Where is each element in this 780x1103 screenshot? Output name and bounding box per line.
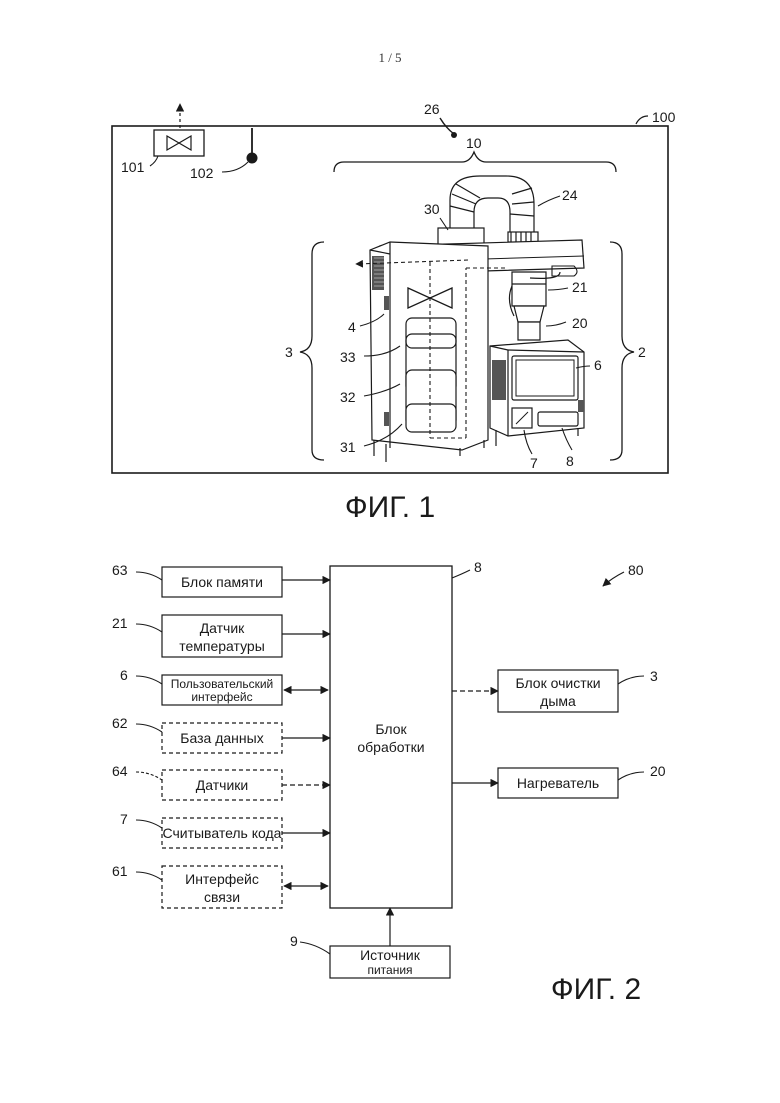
input-64: Датчики 64 — [112, 763, 330, 800]
brace-2 — [610, 242, 634, 460]
svg-text:Датчик: Датчик — [200, 620, 245, 636]
ref-8-processor: 8 — [474, 559, 482, 575]
svg-text:Датчики: Датчики — [196, 777, 248, 793]
ref-80: 80 — [628, 562, 644, 578]
input-61: Интерфейс связи 61 — [112, 863, 328, 908]
leader-100 — [636, 116, 648, 124]
ref-32: 32 — [340, 389, 356, 405]
ref-6: 6 — [594, 357, 602, 373]
fig2-title: ФИГ. 2 — [551, 973, 641, 1006]
page-number: 1 / 5 — [378, 50, 401, 65]
svg-text:62: 62 — [112, 715, 128, 731]
brace-3 — [300, 242, 324, 460]
brace-10 — [334, 152, 616, 172]
input-21: Датчик температуры 21 — [112, 615, 330, 657]
svg-text:7: 7 — [120, 811, 128, 827]
sensor-102 — [247, 153, 258, 164]
heater-unit — [509, 272, 560, 340]
ref-7: 7 — [530, 455, 538, 471]
processor-label-1: Блок — [375, 721, 407, 737]
ref-4: 4 — [348, 319, 356, 335]
svg-text:питания: питания — [367, 963, 412, 977]
svg-text:Интерфейс: Интерфейс — [185, 871, 259, 887]
ref-31: 31 — [340, 439, 356, 455]
input-62: База данных 62 — [112, 715, 330, 753]
ref-102: 102 — [190, 165, 214, 181]
processor-block — [330, 566, 452, 908]
filter-33-top — [406, 318, 456, 348]
input-63: Блок памяти 63 — [112, 562, 330, 597]
svg-text:дыма: дыма — [540, 693, 576, 709]
svg-text:Блок памяти: Блок памяти — [181, 574, 263, 590]
output-20: Нагреватель 20 — [452, 763, 666, 798]
ref-21: 21 — [572, 279, 588, 295]
svg-text:База данных: База данных — [180, 730, 263, 746]
svg-text:температуры: температуры — [179, 638, 265, 654]
ref-33: 33 — [340, 349, 356, 365]
ref-2: 2 — [638, 344, 646, 360]
output-3: Блок очистки дыма 3 — [452, 668, 658, 712]
svg-text:64: 64 — [112, 763, 128, 779]
power-supply-9: Источник питания 9 — [290, 908, 450, 978]
svg-text:6: 6 — [120, 667, 128, 683]
svg-text:3: 3 — [650, 668, 658, 684]
ref-10: 10 — [466, 135, 482, 151]
fig1-drawing: 100 26 101 102 10 3 2 — [112, 101, 676, 473]
svg-text:63: 63 — [112, 562, 128, 578]
svg-text:Блок очистки: Блок очистки — [515, 675, 600, 691]
ref-20: 20 — [572, 315, 588, 331]
input-7: Считыватель кода 7 — [120, 811, 330, 848]
svg-text:Нагреватель: Нагреватель — [517, 775, 599, 791]
ref-30: 30 — [424, 201, 440, 217]
fig1-title: ФИГ. 1 — [345, 491, 435, 524]
ref-8: 8 — [566, 453, 574, 469]
svg-text:21: 21 — [112, 615, 128, 631]
svg-text:Пользовательский: Пользовательский — [171, 677, 274, 691]
svg-text:Источник: Источник — [360, 947, 421, 963]
input-6: Пользовательский интерфейс 6 — [120, 667, 328, 705]
svg-text:Считыватель кода: Считыватель кода — [163, 825, 282, 841]
ref-100: 100 — [652, 109, 676, 125]
ref-3: 3 — [285, 344, 293, 360]
ref-26: 26 — [424, 101, 440, 117]
svg-text:61: 61 — [112, 863, 128, 879]
svg-text:20: 20 — [650, 763, 666, 779]
svg-text:9: 9 — [290, 933, 298, 949]
base-console — [490, 340, 584, 446]
ref-101: 101 — [121, 159, 145, 175]
svg-text:интерфейс: интерфейс — [191, 690, 252, 704]
filter-31 — [406, 404, 456, 432]
processor-label-2: обработки — [357, 739, 424, 755]
svg-text:связи: связи — [204, 889, 240, 905]
ref-24: 24 — [562, 187, 578, 203]
valve-101-icon — [167, 136, 191, 150]
fig2-diagram: 80 Блок обработки 8 Блок памяти 63 Датчи… — [112, 559, 666, 978]
